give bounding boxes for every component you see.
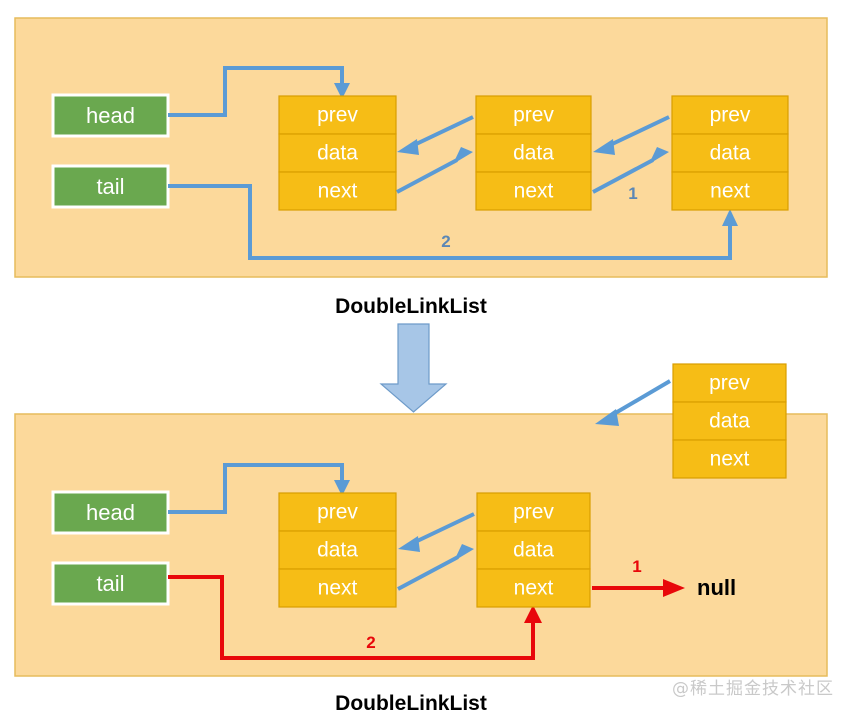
bottom-prev-arrowhead-2-to-1 [398, 536, 420, 552]
bottom-next-arrowhead-1-to-2 [454, 544, 474, 561]
bottom-next-null-arrow [592, 579, 685, 597]
bottom-null-arrowhead [663, 579, 685, 597]
bottom-detach-arrowhead [595, 409, 619, 426]
top-node-2-prev: prev [513, 104, 554, 127]
top-prev-arrowhead-3-to-2 [593, 139, 615, 155]
top-caption: DoubleLinkList [335, 295, 487, 318]
bottom-next-arrow-1-to-2 [397, 544, 474, 591]
top-node-1-next: next [318, 180, 358, 203]
top-prev-arrow-2-to-1 [397, 115, 474, 155]
bottom-tail-arrowhead [524, 605, 542, 623]
bottom-head-label: head [86, 500, 135, 525]
top-node-3-prev: prev [710, 104, 751, 127]
top-node-1: prev data next [278, 95, 397, 211]
bottom-detached-node-prev: prev [709, 372, 750, 395]
bottom-detached-node-next: next [710, 448, 750, 471]
bottom-head-arrowhead [334, 480, 350, 496]
top-next-arrow-2-to-3 [592, 147, 669, 194]
bottom-null-label: null [697, 575, 736, 600]
top-node-3-next: next [710, 180, 750, 203]
bottom-head-box: head [51, 490, 170, 535]
bottom-node-1-data: data [317, 539, 358, 562]
top-tail-label: tail [96, 174, 124, 199]
top-node-2: prev data next [475, 95, 592, 211]
top-next-arrowhead-1-to-2 [453, 147, 473, 164]
top-head-arrowhead [334, 83, 350, 99]
top-node-1-data: data [317, 142, 358, 165]
top-tail-arrowhead [722, 209, 738, 226]
top-step-2-label: 2 [441, 232, 450, 251]
top-prev-arrowhead-2-to-1 [397, 139, 419, 155]
bottom-tail-label: tail [96, 571, 124, 596]
top-tail-pointer-arrow [168, 184, 738, 260]
bottom-prev-arrow-2-to-1 [398, 512, 475, 552]
top-head-label: head [86, 103, 135, 128]
bottom-node-2-prev: prev [513, 501, 554, 524]
bottom-node-2: prev data next [476, 492, 591, 608]
transition-down-arrow-icon [379, 323, 448, 413]
top-node-1-prev: prev [317, 104, 358, 127]
top-node-2-data: data [513, 142, 554, 165]
bottom-detach-arrow [595, 379, 672, 426]
top-node-3: prev data next [671, 95, 789, 211]
bottom-step-1-label: 1 [632, 557, 641, 576]
top-head-box: head [51, 93, 170, 138]
bottom-node-2-data: data [513, 539, 554, 562]
bottom-detached-node-data: data [709, 410, 750, 433]
top-tail-box: tail [51, 164, 170, 209]
top-node-3-data: data [710, 142, 751, 165]
top-next-arrow-1-to-2 [396, 147, 473, 194]
top-step-1-label: 1 [628, 184, 637, 203]
top-node-2-next: next [514, 180, 554, 203]
bottom-tail-pointer-arrow-red [168, 575, 542, 660]
watermark: @稀土掘金技术社区 [672, 679, 834, 699]
bottom-head-pointer-arrow [168, 463, 350, 514]
bottom-tail-box: tail [51, 561, 170, 606]
bottom-node-1: prev data next [278, 492, 397, 608]
bottom-detached-node: prev data next [672, 363, 787, 479]
top-prev-arrow-3-to-2 [593, 115, 670, 155]
bottom-node-2-next: next [514, 577, 554, 600]
bottom-step-2-label: 2 [366, 633, 375, 652]
top-next-arrowhead-2-to-3 [649, 147, 669, 164]
bottom-node-1-next: next [318, 577, 358, 600]
top-head-pointer-arrow [168, 66, 350, 117]
bottom-caption: DoubleLinkList [335, 692, 487, 715]
bottom-node-1-prev: prev [317, 501, 358, 524]
